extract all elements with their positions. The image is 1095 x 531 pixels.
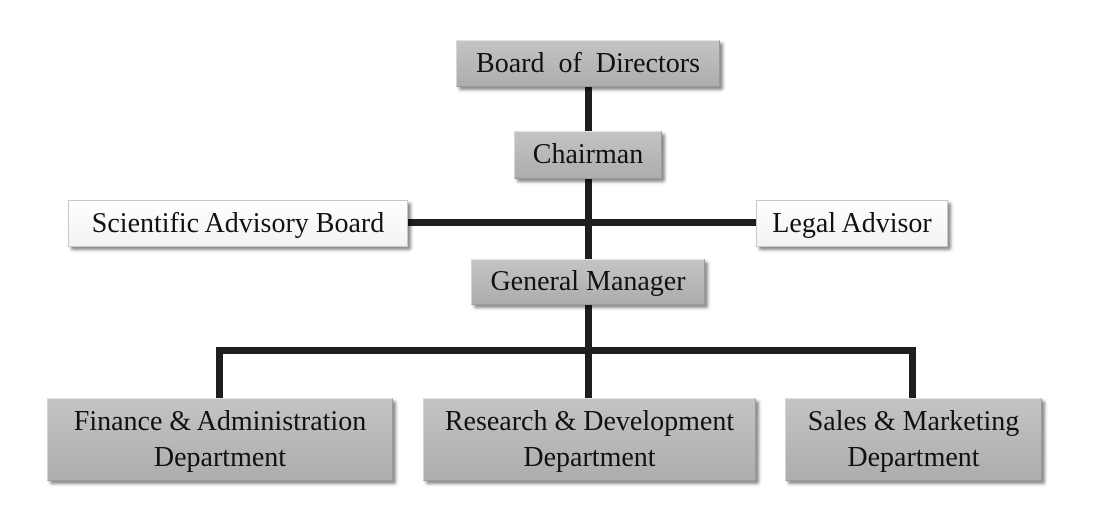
finance-department-line1: Finance & Administration [73,405,367,437]
board-of-directors-label: Board of Directors [476,47,700,79]
sales-marketing-department-box: Sales & Marketing Department [785,398,1042,481]
connector-sales-drop [909,347,916,398]
research-department-line2: Department [523,441,656,473]
scientific-advisory-board-box: Scientific Advisory Board [68,200,408,247]
chairman-label: Chairman [532,139,644,171]
legal-advisor-label: Legal Advisor [772,207,932,239]
legal-advisor-box: Legal Advisor [756,200,948,247]
connector-board-chairman [585,87,592,131]
sales-department-line2: Department [847,441,980,473]
sales-department-line1: Sales & Marketing [807,405,1020,437]
research-department-line1: Research & Development [444,405,735,437]
scientific-advisory-board-label: Scientific Advisory Board [91,207,385,239]
research-development-department-box: Research & Development Department [423,398,756,481]
finance-administration-department-box: Finance & Administration Department [47,398,393,481]
connector-departments-horizontal [216,347,916,354]
connector-finance-drop [216,347,223,398]
finance-department-line2: Department [153,441,287,473]
connector-advisors-horizontal [408,219,756,226]
board-of-directors-box: Board of Directors [456,40,720,87]
general-manager-box: General Manager [471,259,705,305]
general-manager-label: General Manager [490,266,686,298]
chairman-box: Chairman [514,131,662,179]
